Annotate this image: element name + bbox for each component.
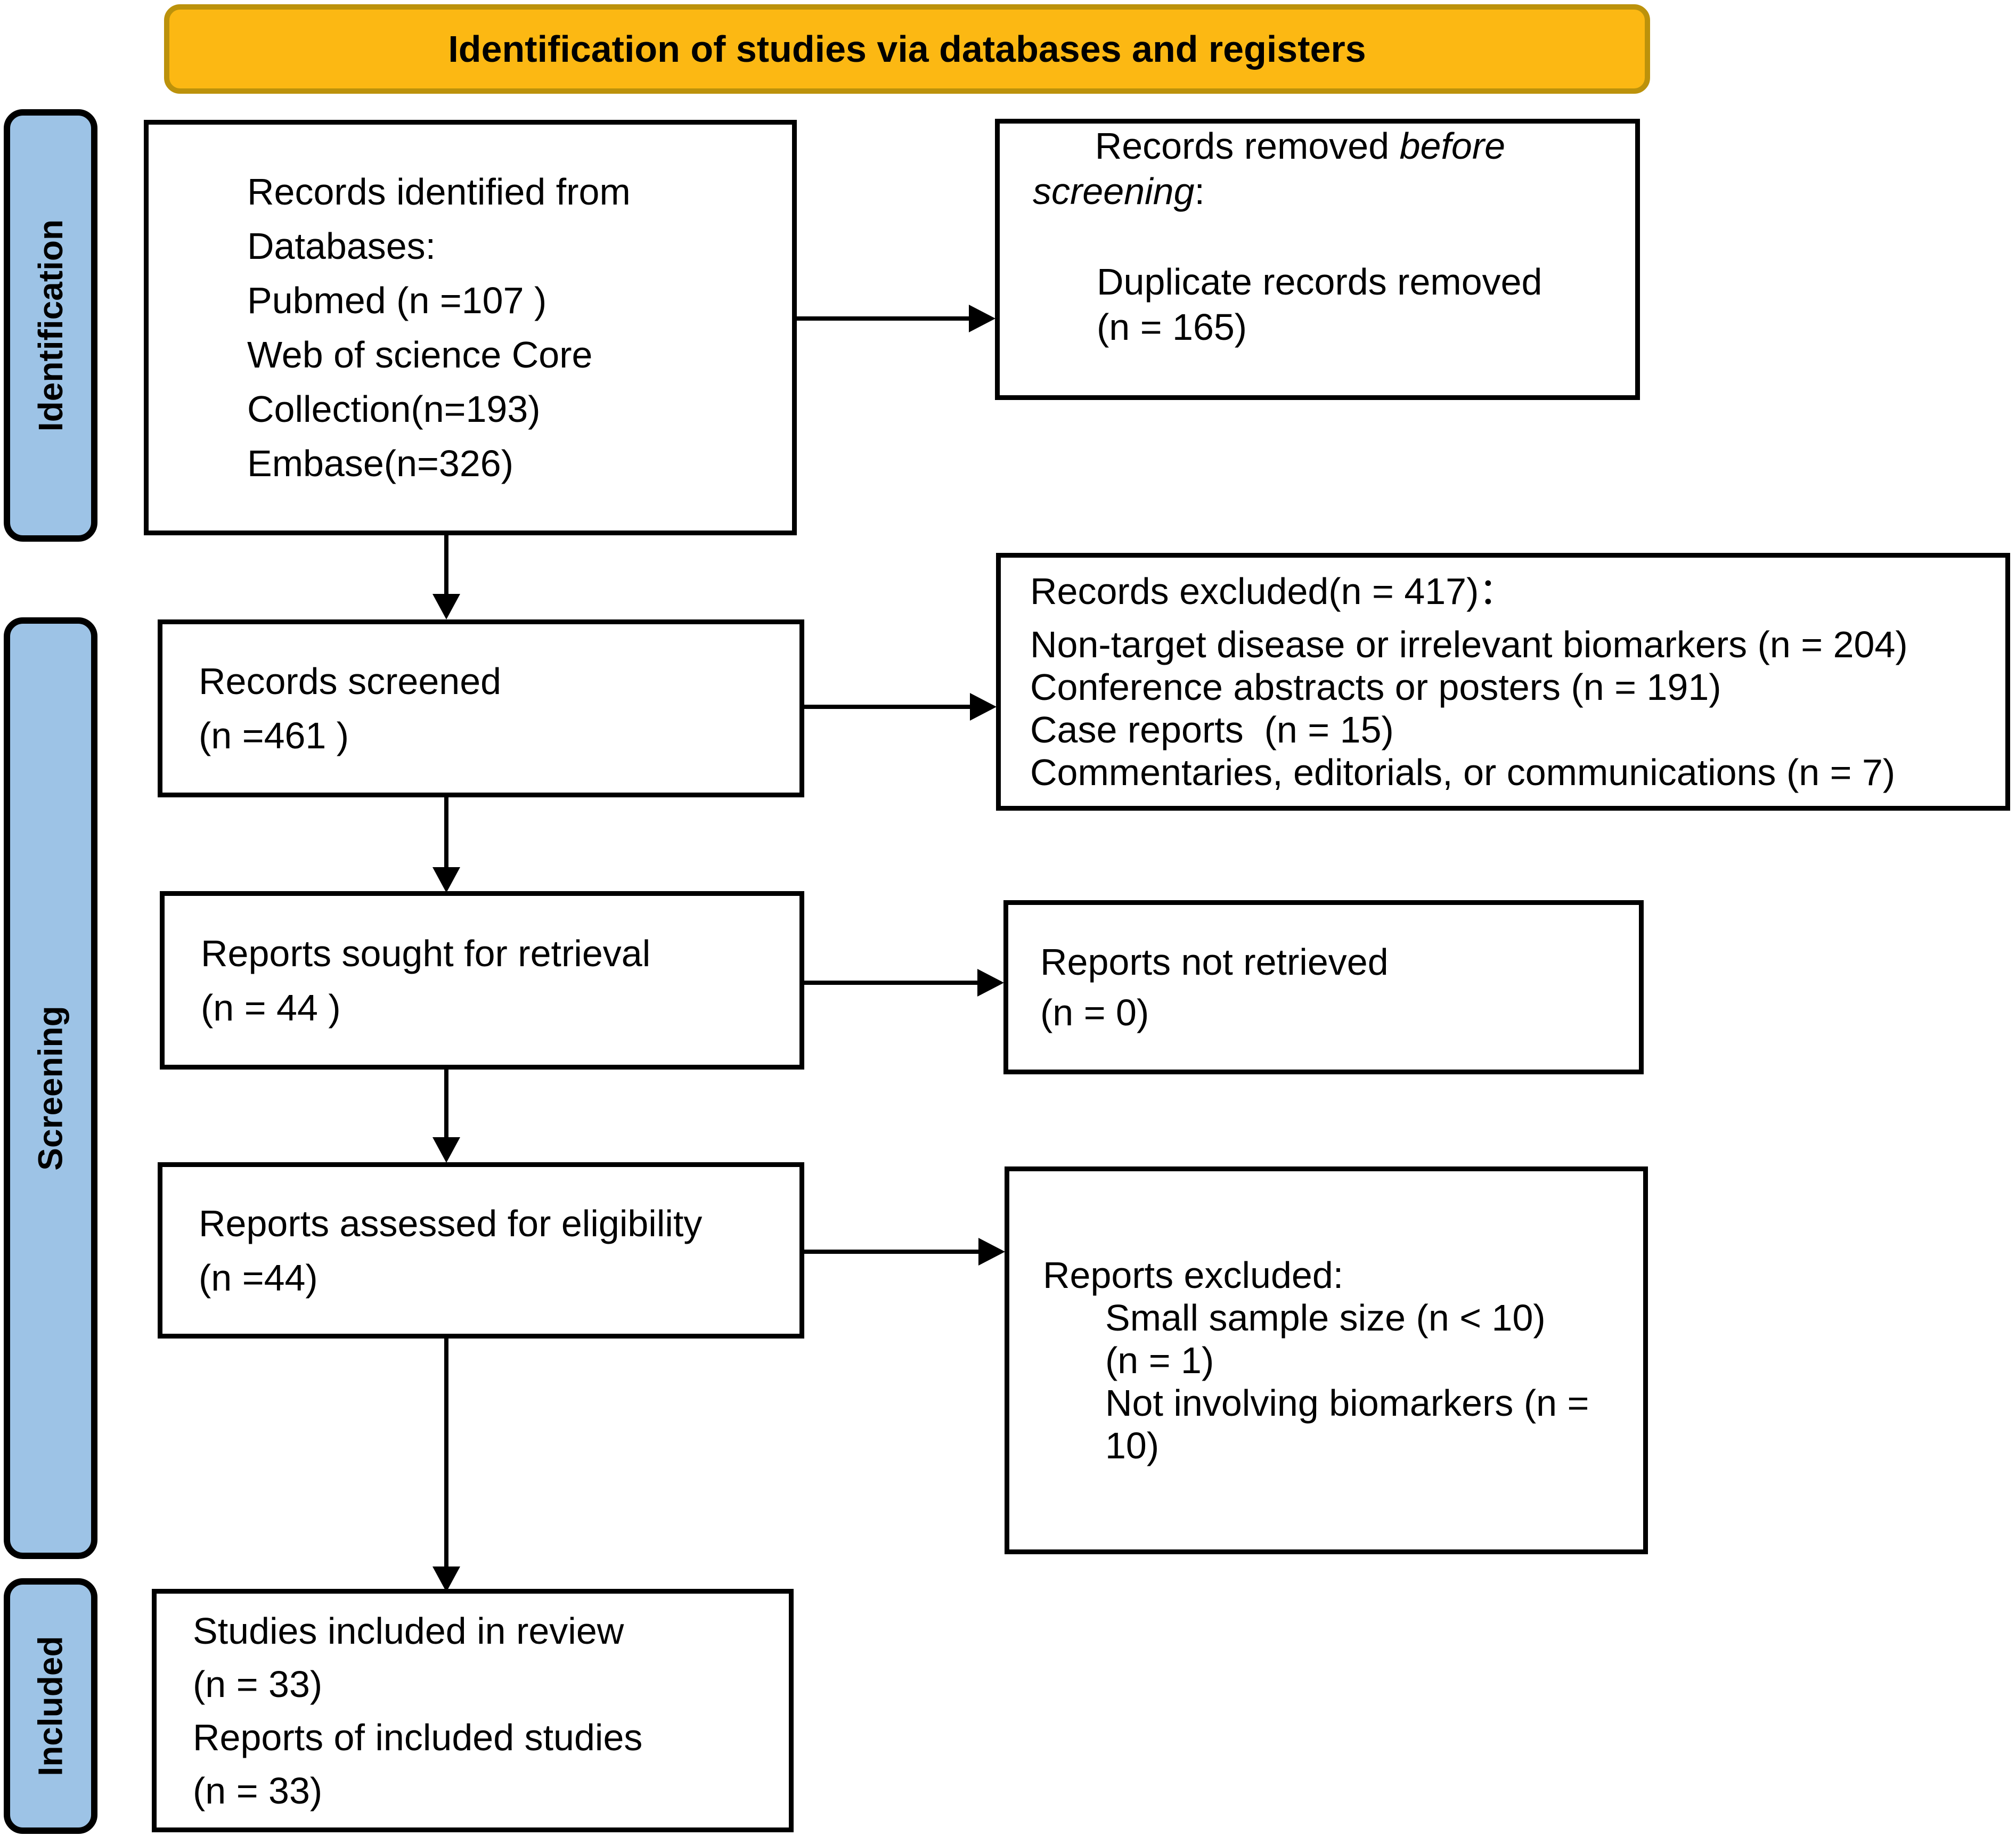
stage-identification-label: Identification — [31, 219, 70, 432]
box-reports-sought: Reports sought for retrieval (n = 44 ) — [160, 891, 804, 1070]
arrow-identified-to-removed-line — [796, 316, 970, 321]
arrow-identified-to-removed-head — [969, 305, 995, 332]
box-studies-included-text: Studies included in review (n = 33) Repo… — [193, 1610, 643, 1812]
title-banner: Identification of studies via databases … — [164, 4, 1650, 94]
records-excluded-items: Non-target disease or irrelevant biomark… — [1030, 624, 1908, 793]
box-records-removed: Records removed before screening: Duplic… — [995, 119, 1640, 400]
box-reports-not-retrieved: Reports not retrieved (n = 0) — [1003, 900, 1644, 1074]
arrow-sought-to-notretrieved-line — [802, 981, 979, 985]
box-reports-assessed: Reports assessed for eligibility (n =44) — [158, 1162, 804, 1339]
box-reports-not-retrieved-text: Reports not retrieved (n = 0) — [1040, 941, 1389, 1033]
title-banner-label: Identification of studies via databases … — [448, 28, 1366, 70]
stage-screening-label: Screening — [31, 1006, 70, 1171]
arrow-assessed-to-included-line — [444, 1339, 448, 1568]
box-records-removed-text: Records removed before screening: Duplic… — [1033, 78, 1625, 440]
arrow-assessed-to-included-head — [432, 1566, 460, 1592]
stage-identification: Identification — [4, 109, 97, 542]
box-reports-excluded: Reports excluded: Small sample size (n <… — [1005, 1166, 1648, 1554]
stage-screening: Screening — [4, 617, 97, 1559]
box-reports-sought-text: Reports sought for retrieval (n = 44 ) — [201, 932, 651, 1029]
arrow-assessed-to-excluded-line — [802, 1250, 980, 1254]
arrow-identified-to-screened-head — [432, 594, 460, 619]
box-records-identified-text: Records identified from Databases: Pubme… — [247, 171, 631, 484]
box-studies-included: Studies included in review (n = 33) Repo… — [152, 1589, 794, 1832]
records-removed-italic: before screening — [1033, 125, 1506, 212]
box-records-screened-text: Records screened (n =461 ) — [199, 660, 502, 756]
arrow-screened-to-sought-line — [444, 797, 448, 868]
box-reports-assessed-text: Reports assessed for eligibility (n =44) — [199, 1202, 703, 1299]
reports-excluded-header: Reports excluded: — [1043, 1254, 1344, 1296]
records-removed-detail: Duplicate records removed (n = 165) — [1097, 261, 1542, 348]
arrow-screened-to-sought-head — [432, 867, 460, 893]
records-excluded-header: Records excluded(n = 417)： — [1030, 570, 1516, 612]
stage-included: Included — [4, 1578, 97, 1834]
arrow-screened-to-excluded-head — [970, 693, 997, 721]
records-removed-prefix: Records removed — [1095, 125, 1400, 167]
records-removed-suffix: : — [1194, 170, 1205, 212]
box-records-excluded: Records excluded(n = 417)： Non-target di… — [996, 553, 2010, 811]
arrow-sought-to-assessed-line — [444, 1070, 448, 1138]
arrow-sought-to-notretrieved-head — [977, 969, 1004, 997]
box-records-identified: Records identified from Databases: Pubme… — [144, 120, 797, 535]
box-records-screened: Records screened (n =461 ) — [158, 619, 804, 797]
arrow-screened-to-excluded-line — [802, 705, 972, 709]
arrow-sought-to-assessed-head — [432, 1137, 460, 1163]
arrow-assessed-to-excluded-head — [978, 1238, 1005, 1266]
arrow-identified-to-screened-line — [444, 535, 448, 595]
reports-excluded-detail: Small sample size (n < 10) (n = 1) Not i… — [1105, 1297, 1589, 1466]
stage-included-label: Included — [31, 1636, 70, 1776]
